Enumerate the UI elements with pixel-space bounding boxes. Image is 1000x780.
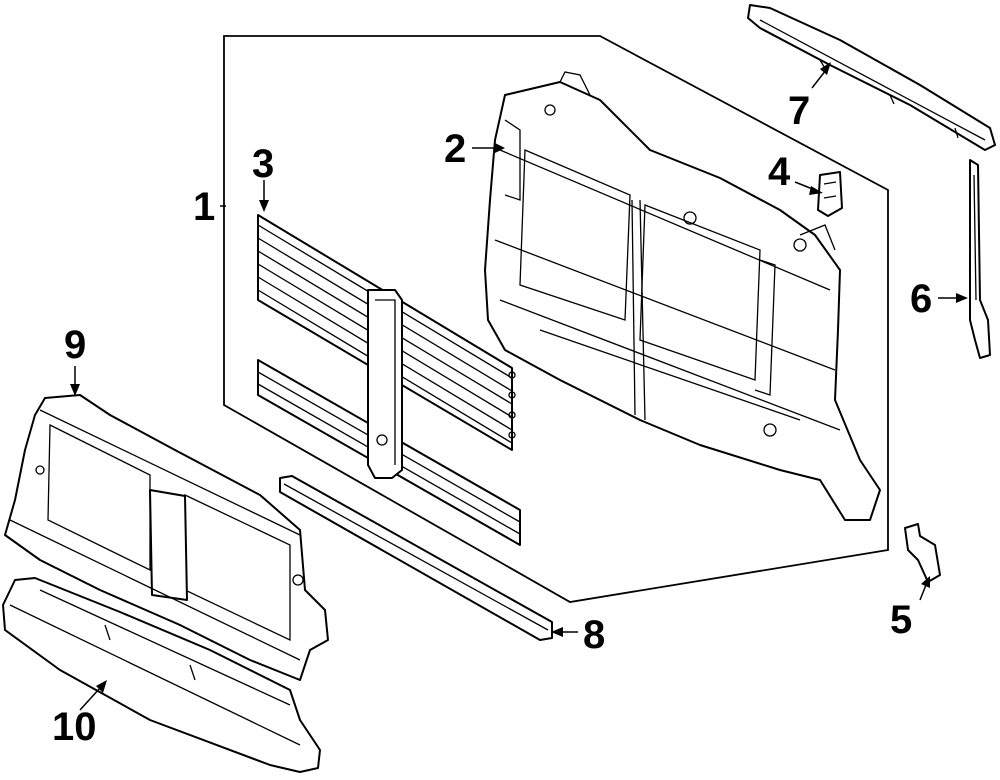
part-3-grille-shutter — [257, 214, 521, 546]
callout-2: 2 — [444, 127, 466, 171]
part-9-air-deflector — [4, 394, 329, 681]
leader-10 — [79, 687, 101, 711]
part-8-lower-seal — [279, 475, 553, 641]
leader-7 — [811, 69, 827, 89]
part-2-radiator-support — [484, 71, 881, 521]
part-6-side-seal — [969, 159, 991, 359]
callout-6: 6 — [910, 277, 932, 321]
leader-lines — [70, 62, 968, 711]
part-4-bracket — [817, 171, 843, 217]
callout-10: 10 — [52, 705, 97, 749]
callout-9: 9 — [64, 323, 86, 367]
callout-4: 4 — [768, 150, 791, 194]
callout-5: 5 — [890, 598, 912, 642]
callout-3: 3 — [252, 142, 274, 186]
leader-5 — [919, 584, 927, 601]
assembly-outline — [223, 35, 889, 603]
callout-1: 1 — [193, 185, 215, 229]
callout-8: 8 — [583, 613, 605, 657]
part-5-deflector — [904, 523, 941, 583]
part-7-upper-seal — [747, 4, 996, 151]
part-10-splash-shield — [2, 577, 321, 773]
callout-7: 7 — [788, 89, 810, 133]
